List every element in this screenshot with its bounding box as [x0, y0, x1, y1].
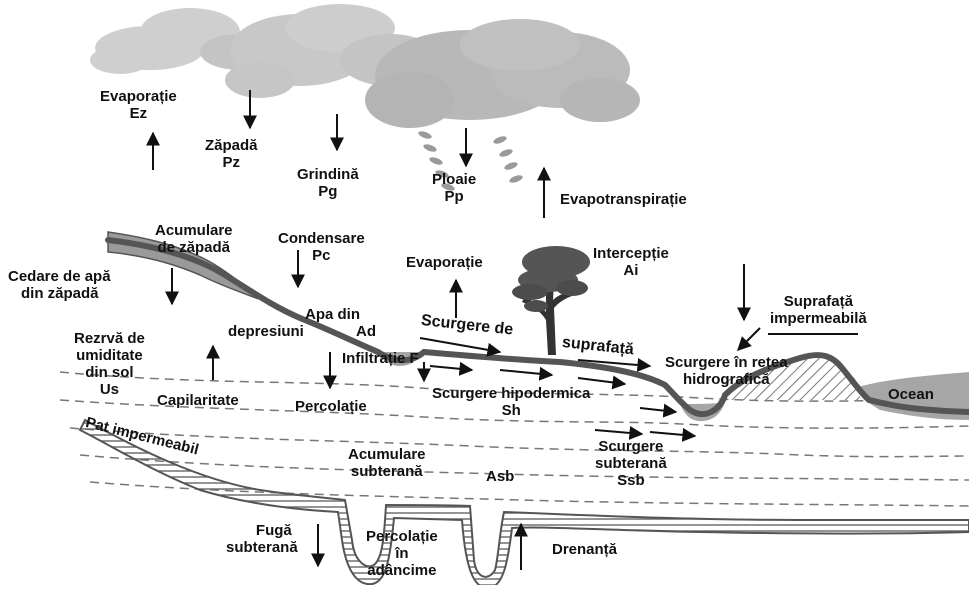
label-interception: Intercepție Ai — [593, 245, 669, 279]
arrow-subsurface-1 — [595, 430, 642, 434]
label-depression-ad: Ad — [356, 323, 376, 340]
cloud-right — [365, 19, 640, 128]
label-hypodermic-runoff: Scurgere hipodermica Sh — [432, 385, 590, 419]
label-impermeable-surface: Suprafață impermeabilă — [770, 293, 867, 327]
label-rain: Ploaie Pp — [432, 171, 476, 205]
label-evaporation-sky: Evaporație Ez — [100, 88, 177, 122]
label-underground-escape: Fugă subterană — [226, 522, 298, 556]
label-percolation: Percolație — [295, 398, 367, 415]
impermeable-bed — [80, 420, 969, 585]
label-depression-water-a: Apa din — [305, 306, 360, 323]
arrow-hypodermic-2 — [500, 370, 552, 375]
label-capillarity: Capilaritate — [157, 392, 239, 409]
label-asb: Asb — [486, 468, 514, 485]
label-groundwater-runoff: Scurgere subterană Ssb — [595, 438, 667, 489]
arrow-hypodermic-1 — [430, 366, 472, 370]
arrow-subsurface-2 — [650, 432, 695, 436]
label-hail: Grindină Pg — [297, 166, 359, 200]
label-condensation: Condensare Pc — [278, 230, 365, 264]
label-snow: Zăpadă Pz — [205, 137, 258, 171]
label-ocean: Ocean — [888, 386, 934, 403]
arrow-hypodermic-3 — [578, 378, 625, 384]
label-soil-moisture: Rezrvă de umiditate din sol Us — [74, 330, 145, 398]
label-infiltration: Infiltrație F — [342, 350, 419, 367]
label-evaporation-ground: Evaporație — [406, 254, 483, 271]
label-drainage: Drenanță — [552, 541, 617, 558]
arrow-impermeable-down — [738, 328, 760, 350]
label-snowmelt-release: Cedare de apă din zăpadă — [8, 268, 111, 302]
label-evapotranspiration: Evapotranspirație — [560, 191, 687, 208]
label-snow-accumulation: Acumulare de zăpadă — [155, 222, 233, 256]
label-deep-percolation: Percolație în adâncime — [366, 528, 438, 579]
label-groundwater-storage: Acumulare subterană — [348, 446, 426, 480]
arrow-hypodermic-4 — [640, 408, 676, 412]
label-river-network: Scurgere în rețea hidrografică — [665, 354, 788, 388]
label-depressions: depresiuni — [228, 323, 304, 340]
